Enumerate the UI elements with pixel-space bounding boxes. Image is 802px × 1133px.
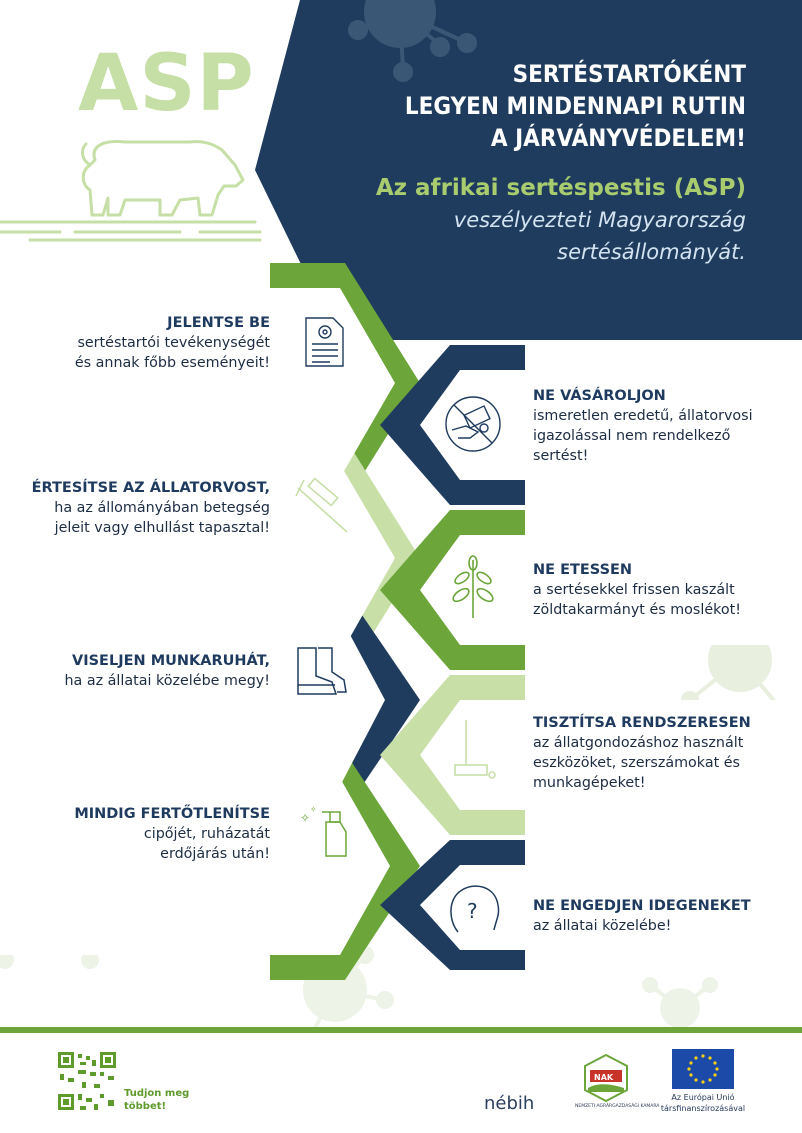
nak-logo — [584, 1053, 628, 1103]
svg-text:✧: ✧ — [300, 811, 310, 825]
no-money-hand-icon — [445, 396, 501, 452]
item-line: sertést! — [533, 448, 589, 464]
card-right-4 — [420, 865, 802, 950]
item-title: MINDIG FERTŐTLENÍTSE — [74, 806, 270, 822]
item-title: ÉRTESÍTSE AZ ÁLLATORVOST, — [31, 480, 270, 496]
item-title: VISELJEN MUNKARUHÁT, — [72, 653, 270, 669]
card-left-1 — [0, 288, 395, 478]
document-gear-icon — [305, 317, 344, 367]
svg-text:✧: ✧ — [310, 805, 317, 814]
item-line: ismeretlen eredetű, állatorvosi — [533, 408, 753, 424]
svg-text:?: ? — [467, 899, 478, 923]
card-left-4 — [0, 778, 390, 955]
headline-line-1: SERTÉSTARTÓKÉNT — [512, 60, 746, 88]
item-line: eszközöket, szerszámokat és — [533, 755, 740, 771]
virus-header-icon — [348, 0, 477, 82]
nak-caption: NEMZETI AGRÁRGAZDASÁGI KAMARA — [575, 1104, 660, 1109]
item-line: az állatgondozáshoz használt — [533, 735, 744, 751]
item-workwear: VISELJEN MUNKARUHÁT, ha az állatai közel… — [64, 651, 270, 691]
item-title: TISZTÍTSA RENDSZERESEN — [533, 715, 751, 731]
item-disinfect: MINDIG FERTŐTLENÍTSE cipőjét, ruházatát … — [74, 804, 270, 864]
subtitle-italic-2: sertésállományát. — [557, 240, 746, 264]
subtitle-bold: Az afrikai sertéspestis (ASP) — [375, 175, 746, 201]
headline-line-2: LEGYEN MINDENNAPI RUTIN — [404, 92, 746, 120]
item-title: NE ENGEDJEN IDEGENEKET — [533, 898, 751, 914]
spray-bottle-icon: ✧ ✧ — [300, 805, 347, 857]
card-right-2 — [420, 535, 802, 645]
item-line: sertéstartói tevékenységét — [77, 335, 270, 351]
item-line: ha az állatai közelébe megy! — [64, 673, 270, 689]
subtitle-italic-1: veszélyezteti Magyarország — [453, 208, 746, 232]
item-line: munkagépeket! — [533, 775, 646, 791]
item-title: NE ETESSEN — [533, 562, 633, 578]
item-line: zöldtakarmányt és moslékot! — [533, 602, 741, 618]
card-left-3 — [0, 616, 385, 786]
item-no-feed: NE ETESSEN a sertésekkel frissen kaszált… — [533, 560, 741, 620]
item-line: és annak főbb eseményeit! — [74, 355, 270, 371]
card-right-1 — [420, 370, 802, 480]
nebih-logo: nébih — [484, 1093, 535, 1114]
item-title: NE VÁSÁROLJON — [533, 388, 666, 404]
question-head-icon: ? — [450, 885, 500, 933]
qr-caption[interactable]: Tudjon meg többet! — [124, 1087, 189, 1113]
item-notify-vet: ÉRTESÍTSE AZ ÁLLATORVOST, ha az állomány… — [32, 478, 270, 538]
headline-line-3: A JÁRVÁNYVÉDELEM! — [490, 124, 746, 152]
item-line: ha az állományában betegség — [54, 500, 270, 516]
header-hexagon — [255, 0, 802, 340]
item-no-buy: NE VÁSÁROLJON ismeretlen eredetű, állato… — [533, 386, 753, 466]
eu-caption-line-1: Az Európai Unió — [671, 1093, 735, 1102]
asp-logo-text: ASP — [78, 39, 255, 129]
item-line: cipőjét, ruházatát — [143, 826, 270, 842]
qr-code — [58, 1052, 116, 1110]
item-report: JELENTSE BE sertéstartói tevékenységét é… — [75, 313, 270, 373]
syringe-icon — [295, 477, 348, 533]
virus-decoration-icon — [642, 977, 718, 1028]
eu-caption: Az Európai Unió társfinanszírozásával — [656, 1092, 750, 1114]
footer-bar — [0, 1027, 802, 1033]
eu-flag-icon — [672, 1049, 734, 1089]
card-left-2 — [0, 464, 395, 655]
item-title: JELENTSE BE — [167, 315, 270, 331]
item-line: az állatai közelébe! — [533, 918, 672, 934]
item-line: a sertésekkel frissen kaszált — [533, 582, 735, 598]
item-line: erdőjárás után! — [160, 846, 270, 862]
item-no-strangers: NE ENGEDJEN IDEGENEKET az állatai közelé… — [533, 896, 751, 936]
plant-icon — [452, 555, 494, 618]
mop-icon — [454, 720, 496, 779]
item-line: igazolással nem rendelkező — [533, 428, 731, 444]
rubber-boots-icon — [297, 647, 347, 695]
card-right-3 — [420, 700, 802, 810]
page-headline: SERTÉSTARTÓKÉNT LEGYEN MINDENNAPI RUTIN … — [326, 58, 746, 154]
item-clean: TISZTÍTSA RENDSZERESEN az állatgondozásh… — [533, 713, 751, 793]
qr-caption-line-1: Tudjon meg — [124, 1088, 190, 1099]
nak-logo-text: NAK — [594, 1073, 614, 1082]
pig-outline-icon — [0, 140, 262, 242]
eu-caption-line-2: társfinanszírozásával — [660, 1104, 746, 1113]
qr-caption-line-2: többet! — [124, 1101, 167, 1112]
item-line: jeleit vagy elhullást tapasztal! — [54, 520, 270, 536]
